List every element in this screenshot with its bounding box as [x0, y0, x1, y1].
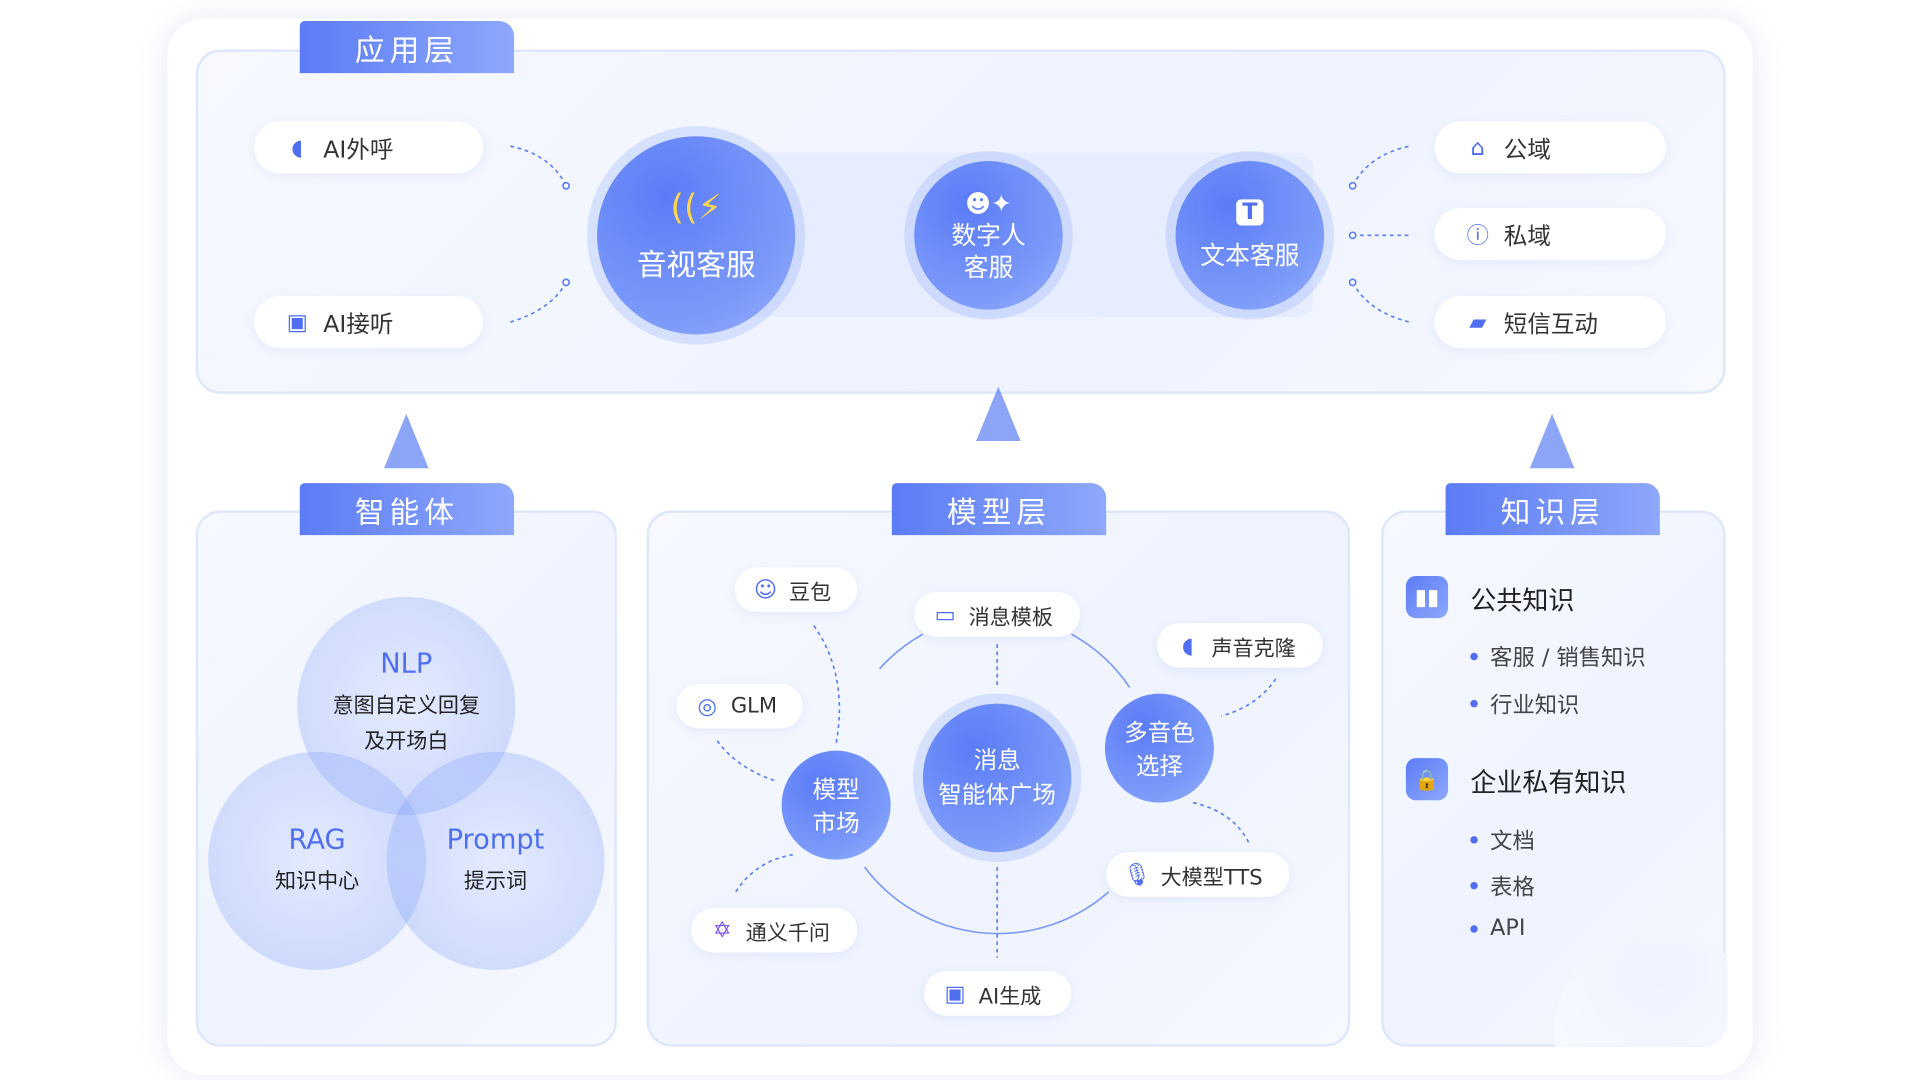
node-digital-human[interactable]: ☻✦ 数字人客服 [914, 161, 1063, 310]
robot-icon: ▣ [286, 309, 308, 336]
label: 模型 [812, 776, 860, 804]
microphone-icon: 🎙 [1122, 861, 1152, 888]
head-speaking-icon: ◖ [1182, 632, 1194, 659]
app-layer-title: 应用层 [299, 21, 515, 74]
private-knowledge-title: 企业私有知识 [1470, 767, 1627, 798]
agent-layer-panel [195, 510, 617, 1047]
nlp-label: NLP 意图自定义回复 及开场白 [297, 649, 515, 754]
info-person-icon: ⓘ [1466, 222, 1489, 249]
prompt-label: Prompt 提示词 [421, 825, 570, 894]
label: 选择 [1135, 753, 1183, 781]
label: AI外呼 [323, 135, 394, 163]
arrow-up-icon [383, 413, 429, 469]
node-av-service[interactable]: ((⚡ 音视客服 [597, 136, 796, 335]
label: 豆包 [789, 580, 832, 606]
label: 公域 [1503, 135, 1551, 163]
sound-wave-icon: ((⚡ [670, 187, 722, 228]
node-text-service[interactable]: T 文本客服 [1175, 161, 1325, 310]
knowledge-layer-title: 知识层 [1445, 483, 1660, 536]
lock-icon: 🔒 [1405, 758, 1449, 801]
label: 智能体广场 [938, 781, 1056, 809]
private-knowledge-item: 表格 [1470, 870, 1535, 902]
label: 声音克隆 [1211, 636, 1296, 661]
label: 市场 [812, 810, 860, 838]
nlp-title: NLP [380, 649, 433, 681]
pill-voice-clone[interactable]: ◖ 声音克隆 [1156, 623, 1323, 668]
node-model-market[interactable]: 模型 市场 [781, 750, 891, 860]
label: AI接听 [323, 310, 394, 338]
label: 消息模板 [968, 605, 1053, 630]
label: AI生成 [978, 984, 1042, 1009]
avatar-icon: ☺ [753, 576, 778, 603]
prompt-title: Prompt [446, 824, 545, 856]
label: 通义千问 [745, 920, 830, 946]
agent-layer-title: 智能体 [299, 483, 515, 536]
robot-spark-icon: ☻✦ [965, 188, 1012, 219]
item-public-domain[interactable]: ⌂ 公域 [1434, 121, 1667, 174]
venn-rag [208, 751, 427, 970]
label: 音视客服 [636, 247, 756, 283]
robot-icon: ▣ [944, 980, 966, 1007]
text-edit-icon: T [1236, 199, 1264, 226]
head-speaking-icon: ◖ [291, 134, 304, 161]
pill-message-template[interactable]: ▭ 消息模板 [914, 592, 1081, 637]
pill-glm[interactable]: ◎ GLM [676, 683, 803, 729]
nlp-line2: 及开场白 [364, 729, 449, 755]
node-message-agent-square[interactable]: 消息 智能体广场 [922, 703, 1072, 853]
private-knowledge-item: API [1470, 915, 1525, 941]
item-ai-answer[interactable]: ▣ AI接听 [253, 296, 484, 349]
label: 数字人客服 [951, 220, 1026, 283]
tongyi-logo-icon: ✡ [712, 917, 732, 944]
message-icon: ▭ [934, 601, 956, 628]
rag-label: RAG 知识中心 [243, 825, 392, 894]
glm-logo-icon: ◎ [697, 693, 718, 720]
arrow-up-icon [1529, 413, 1575, 469]
node-multi-voice[interactable]: 多音色 选择 [1104, 693, 1214, 803]
item-private-domain[interactable]: ⓘ 私域 [1434, 208, 1667, 261]
item-sms[interactable]: ▰ 短信互动 [1434, 296, 1667, 349]
venn-prompt [386, 751, 605, 970]
label: 大模型TTS [1160, 865, 1263, 891]
chat-icon: ▰ [1469, 309, 1487, 336]
private-knowledge-item: 文档 [1470, 824, 1535, 856]
book-icon: ▮▮ [1405, 575, 1449, 619]
label: GLM [730, 693, 778, 719]
pill-doubao[interactable]: ☺ 豆包 [734, 567, 858, 612]
model-layer-title: 模型层 [891, 483, 1107, 536]
label: 私域 [1503, 222, 1551, 250]
public-knowledge-title: 公共知识 [1470, 585, 1575, 616]
arrow-up-icon [976, 386, 1021, 441]
public-knowledge-item: 客服 / 销售知识 [1470, 640, 1645, 672]
prompt-sub: 提示词 [463, 869, 528, 895]
label: 消息 [973, 746, 1021, 774]
label: 多音色 [1124, 719, 1195, 747]
rag-sub: 知识中心 [274, 869, 360, 895]
nlp-line1: 意图自定义回复 [332, 693, 480, 719]
label: 文本客服 [1200, 240, 1300, 271]
label: 短信互动 [1503, 310, 1598, 338]
pill-tongyi[interactable]: ✡ 通义千问 [691, 907, 858, 953]
pill-llm-tts[interactable]: 🎙 大模型TTS [1106, 852, 1290, 897]
item-ai-outbound-call[interactable]: ◖ AI外呼 [253, 121, 484, 174]
venn-nlp [297, 597, 516, 816]
rag-title: RAG [288, 824, 346, 856]
public-knowledge-item: 行业知识 [1470, 687, 1579, 719]
pill-ai-generate[interactable]: ▣ AI生成 [924, 971, 1072, 1016]
house-icon: ⌂ [1470, 134, 1485, 161]
